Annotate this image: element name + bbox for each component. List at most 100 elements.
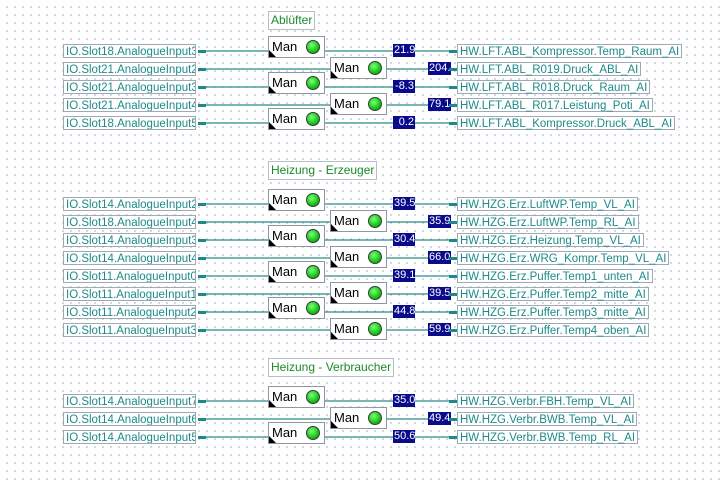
manual-override-block[interactable]: Man bbox=[330, 246, 387, 268]
io-output-box[interactable]: HW.HZG.Verbr.FBH.Temp_VL_AI bbox=[457, 394, 635, 408]
value-display: 66.0 bbox=[428, 251, 451, 264]
io-input-box[interactable]: IO.Slot18.AnalogueInput3 bbox=[63, 44, 196, 58]
manual-override-block[interactable]: Man bbox=[330, 318, 387, 340]
io-input-box[interactable]: IO.Slot14.AnalogueInput3 bbox=[63, 233, 196, 247]
connector-pin-icon bbox=[449, 68, 457, 71]
value-display: 44.8 bbox=[393, 305, 416, 318]
green-led-icon bbox=[368, 250, 382, 264]
manual-override-block[interactable]: Man bbox=[268, 225, 325, 247]
io-input-box[interactable]: IO.Slot11.AnalogueInput0 bbox=[63, 269, 196, 283]
connector-pin-icon bbox=[198, 50, 206, 53]
connector-pin-icon bbox=[449, 329, 457, 332]
block-corner-marker bbox=[269, 311, 276, 318]
block-corner-marker bbox=[331, 107, 338, 114]
block-corner-marker bbox=[331, 296, 338, 303]
io-output-box[interactable]: HW.LFT.ABL_R017.Leistung_Poti_AI bbox=[457, 98, 653, 112]
green-led-icon bbox=[306, 390, 320, 404]
io-output-box[interactable]: HW.HZG.Erz.Puffer.Temp4_oben_AI bbox=[457, 323, 650, 337]
io-input-box[interactable]: IO.Slot14.AnalogueInput7 bbox=[63, 394, 196, 408]
connector-pin-icon bbox=[449, 239, 457, 242]
connector-pin-icon bbox=[198, 122, 206, 125]
io-output-box[interactable]: HW.HZG.Erz.Puffer.Temp1_unten_AI bbox=[457, 269, 653, 283]
connector-pin-icon bbox=[198, 68, 206, 71]
block-corner-marker bbox=[269, 50, 276, 57]
manual-override-block[interactable]: Man bbox=[268, 261, 325, 283]
manual-override-block[interactable]: Man bbox=[330, 407, 387, 429]
green-led-icon bbox=[368, 286, 382, 300]
io-input-box[interactable]: IO.Slot21.AnalogueInput2 bbox=[63, 62, 196, 76]
green-led-icon bbox=[368, 322, 382, 336]
io-output-box[interactable]: HW.HZG.Verbr.BWB.Temp_RL_AI bbox=[457, 430, 639, 444]
io-output-box[interactable]: HW.LFT.ABL_Kompressor.Druck_ABL_AI bbox=[457, 116, 676, 130]
value-display: 35.0 bbox=[393, 394, 416, 407]
block-corner-marker bbox=[269, 436, 276, 443]
io-output-box[interactable]: HW.HZG.Erz.LuftWP.Temp_VL_AI bbox=[457, 197, 638, 211]
manual-override-block[interactable]: Man bbox=[268, 72, 325, 94]
manual-label: Man bbox=[272, 192, 298, 207]
connector-pin-icon bbox=[449, 104, 457, 107]
io-input-box[interactable]: IO.Slot14.AnalogueInput2 bbox=[63, 197, 196, 211]
io-input-box[interactable]: IO.Slot11.AnalogueInput2 bbox=[63, 305, 196, 319]
green-led-icon bbox=[306, 265, 320, 279]
io-output-box[interactable]: HW.LFT.ABL_Kompressor.Temp_Raum_AI bbox=[457, 44, 683, 58]
connector-pin-icon bbox=[449, 275, 457, 278]
connector-pin-icon bbox=[198, 418, 206, 421]
manual-override-block[interactable]: Man bbox=[268, 422, 325, 444]
manual-override-block[interactable]: Man bbox=[268, 189, 325, 211]
connector-pin-icon bbox=[198, 275, 206, 278]
manual-label: Man bbox=[272, 264, 298, 279]
io-output-box[interactable]: HW.HZG.Erz.Puffer.Temp2_mitte_AI bbox=[457, 287, 649, 301]
block-corner-marker bbox=[331, 332, 338, 339]
io-input-box[interactable]: IO.Slot18.AnalogueInput4 bbox=[63, 215, 196, 229]
connector-pin-icon bbox=[198, 86, 206, 89]
manual-label: Man bbox=[272, 425, 298, 440]
io-input-box[interactable]: IO.Slot11.AnalogueInput3 bbox=[63, 323, 196, 337]
io-input-box[interactable]: IO.Slot21.AnalogueInput4 bbox=[63, 98, 196, 112]
manual-override-block[interactable]: Man bbox=[330, 282, 387, 304]
connector-pin-icon bbox=[198, 221, 206, 224]
io-input-box[interactable]: IO.Slot21.AnalogueInput3 bbox=[63, 80, 196, 94]
io-output-box[interactable]: HW.HZG.Erz.LuftWP.Temp_RL_AI bbox=[457, 215, 639, 229]
io-output-box[interactable]: HW.HZG.Erz.Heizung.Temp_VL_AI bbox=[457, 233, 644, 247]
block-corner-marker bbox=[331, 260, 338, 267]
io-output-box[interactable]: HW.HZG.Erz.WRG_Kompr.Temp_VL_AI bbox=[457, 251, 670, 265]
connector-pin-icon bbox=[449, 203, 457, 206]
io-input-box[interactable]: IO.Slot14.AnalogueInput5 bbox=[63, 430, 196, 444]
manual-label: Man bbox=[334, 285, 360, 300]
manual-label: Man bbox=[334, 213, 360, 228]
block-corner-marker bbox=[269, 275, 276, 282]
io-input-box[interactable]: IO.Slot11.AnalogueInput1 bbox=[63, 287, 196, 301]
connector-pin-icon bbox=[449, 400, 457, 403]
io-output-box[interactable]: HW.LFT.ABL_R019.Druck_ABL_AI bbox=[457, 62, 642, 76]
block-corner-marker bbox=[331, 71, 338, 78]
manual-override-block[interactable]: Man bbox=[268, 36, 325, 58]
manual-override-block[interactable]: Man bbox=[330, 57, 387, 79]
block-corner-marker bbox=[269, 239, 276, 246]
value-display: 204.3 bbox=[428, 62, 457, 75]
io-output-box[interactable]: HW.LFT.ABL_R018.Druck_Raum_AI bbox=[457, 80, 651, 94]
manual-override-block[interactable]: Man bbox=[268, 108, 325, 130]
manual-override-block[interactable]: Man bbox=[268, 297, 325, 319]
io-output-box[interactable]: HW.HZG.Verbr.BWB.Temp_VL_AI bbox=[457, 412, 638, 426]
io-input-box[interactable]: IO.Slot14.AnalogueInput4 bbox=[63, 251, 196, 265]
io-input-box[interactable]: IO.Slot14.AnalogueInput6 bbox=[63, 412, 196, 426]
block-corner-marker bbox=[269, 86, 276, 93]
manual-label: Man bbox=[272, 389, 298, 404]
io-output-box[interactable]: HW.HZG.Erz.Puffer.Temp3_mitte_AI bbox=[457, 305, 649, 319]
connector-pin-icon bbox=[449, 86, 457, 89]
connector-pin-icon bbox=[198, 329, 206, 332]
connector-pin-icon bbox=[198, 104, 206, 107]
connector-pin-icon bbox=[449, 436, 457, 439]
green-led-icon bbox=[368, 97, 382, 111]
manual-override-block[interactable]: Man bbox=[330, 93, 387, 115]
connector-pin-icon bbox=[198, 203, 206, 206]
value-display: 39.1 bbox=[393, 269, 416, 282]
io-input-box[interactable]: IO.Slot18.AnalogueInput5 bbox=[63, 116, 196, 130]
manual-label: Man bbox=[272, 39, 298, 54]
manual-label: Man bbox=[272, 75, 298, 90]
green-led-icon bbox=[368, 411, 382, 425]
manual-override-block[interactable]: Man bbox=[330, 210, 387, 232]
connector-pin-icon bbox=[198, 311, 206, 314]
manual-override-block[interactable]: Man bbox=[268, 386, 325, 408]
